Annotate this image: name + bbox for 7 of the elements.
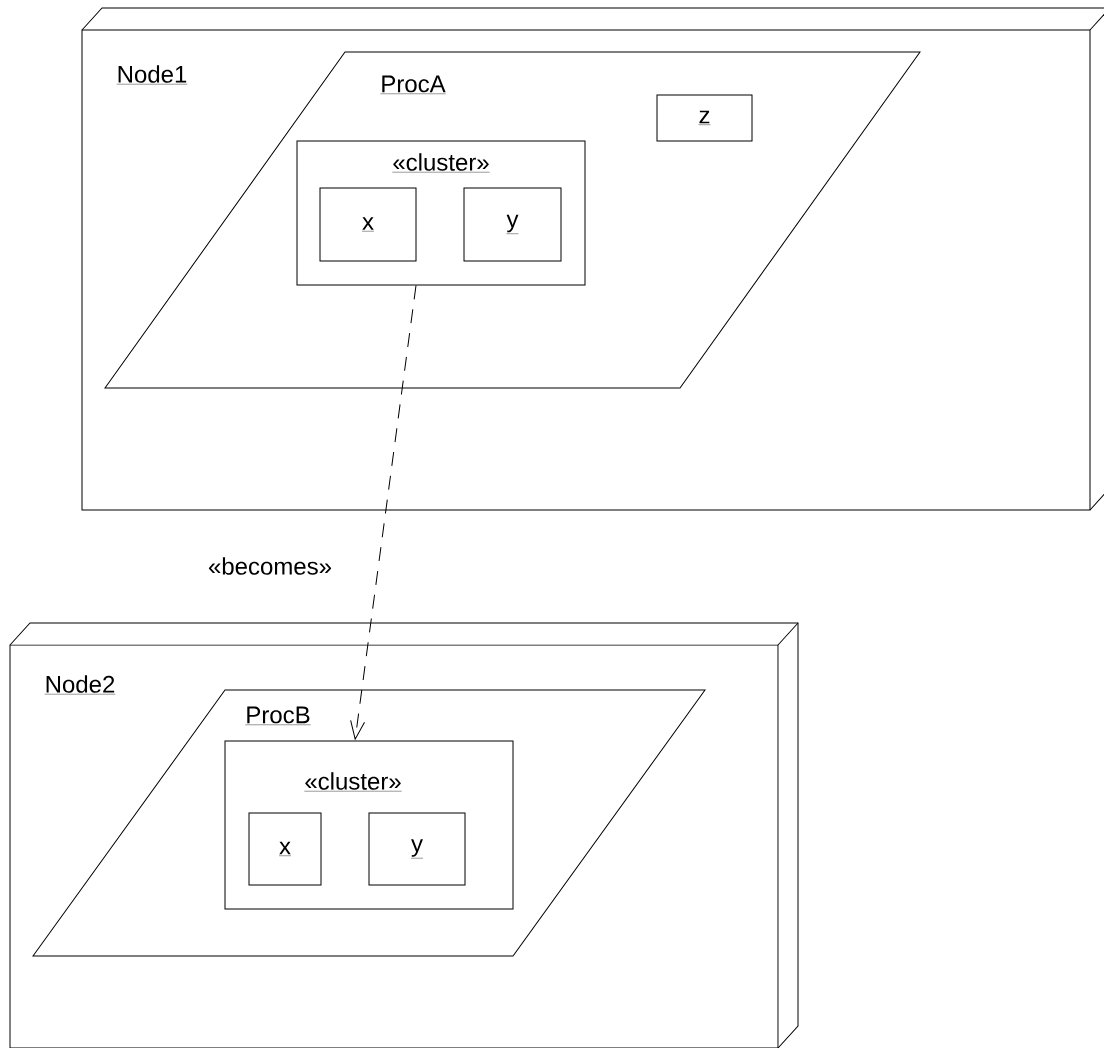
object-box: y: [368, 812, 466, 886]
dependency-arrow: [350, 285, 417, 740]
object-box: y: [463, 187, 562, 262]
object-box: x: [319, 187, 417, 262]
edge-label: «becomes»: [205, 555, 335, 577]
object-box: x: [248, 812, 322, 886]
object-box: z: [656, 94, 753, 142]
